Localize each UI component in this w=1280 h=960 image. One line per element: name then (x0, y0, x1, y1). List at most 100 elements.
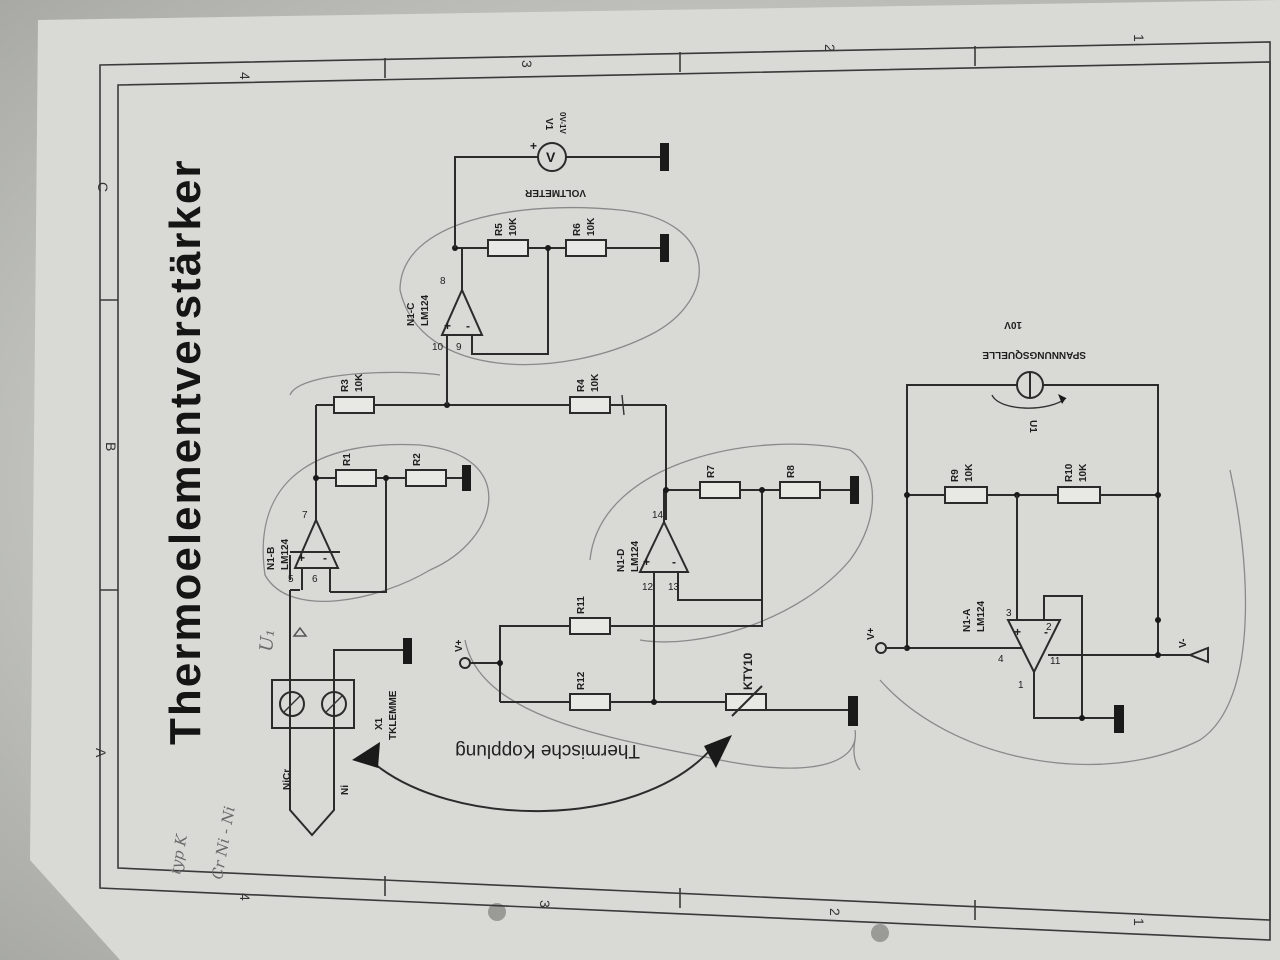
source-arrow-arc (991, 394, 1067, 409)
opamp-n1c (440, 287, 484, 336)
resistor-r5 (487, 239, 529, 257)
n1b-ref: N1-B (266, 547, 277, 570)
vminus-label: V- (1178, 639, 1189, 648)
r9-ref: R9 (950, 469, 961, 482)
resistor-r9 (944, 486, 988, 504)
n1c-pin9: 9 (456, 342, 462, 353)
r7-ref: R7 (706, 465, 717, 478)
pencil-arc (289, 371, 441, 396)
pencil-loop (589, 443, 874, 643)
ground-symbol (462, 465, 471, 491)
junction (383, 475, 389, 481)
ground-symbol (1114, 705, 1124, 733)
junction (1155, 617, 1161, 623)
r5-value: 10K (508, 217, 519, 236)
n1a-minus: - (1044, 625, 1048, 639)
junction (497, 660, 503, 666)
n1d-plus: + (643, 555, 650, 569)
v1-plus: + (530, 139, 537, 153)
terminal-screw (279, 691, 305, 717)
resistor-r12 (569, 693, 611, 711)
pencil-loop (464, 639, 857, 769)
x1-name: TKLEMME (388, 690, 399, 740)
n1a-part: LM124 (976, 600, 987, 632)
r6-value: 10K (586, 217, 597, 236)
n1d-pin14: 14 (652, 510, 664, 521)
n1d-part: LM124 (630, 540, 641, 572)
junction (904, 492, 910, 498)
handwritten-u1: U₁ (256, 628, 279, 652)
opamp-n1d (638, 519, 690, 573)
n1a-plus: + (1014, 625, 1021, 639)
v1-name: VOLTMETER (524, 187, 586, 198)
opamp-n1b (293, 517, 340, 569)
ground-symbol (660, 234, 669, 262)
wire (677, 490, 763, 601)
resistor-r8 (779, 481, 821, 499)
grid-label-left: B (103, 442, 119, 451)
resistor-r11 (569, 617, 611, 635)
punch-hole (871, 924, 889, 942)
junction (1079, 715, 1085, 721)
paper-edge (30, 0, 1280, 960)
coupling-label: Thermische Kopplung (455, 740, 640, 761)
grid-label-top: 2 (822, 44, 838, 52)
r8-ref: R8 (786, 465, 797, 478)
inner-frame (117, 61, 1271, 921)
pencil-loop (879, 469, 1247, 766)
n1b-minus: - (323, 551, 327, 565)
n1c-pin10: 10 (432, 342, 444, 353)
coupling-arrowhead (352, 742, 380, 768)
kty10-ref: KTY10 (741, 652, 755, 690)
n1d-ref: N1-D (616, 549, 627, 572)
junction (663, 487, 669, 493)
wire (1033, 595, 1083, 719)
grid-label-left: C (95, 182, 111, 192)
r12-ref: R12 (576, 671, 587, 690)
wire (330, 478, 387, 593)
terminal-screw-slot (325, 695, 343, 713)
r10-ref: R10 (1064, 463, 1075, 482)
wire (454, 156, 538, 248)
opamp-n1a (1006, 619, 1062, 675)
n1d-pin13: 13 (668, 582, 680, 593)
wire-label-nicr: NiCr (282, 769, 293, 790)
r3-value: 10K (354, 373, 365, 392)
pencil-mark (853, 739, 861, 771)
ground-symbol (403, 638, 412, 664)
ground-symbol (850, 476, 859, 504)
resistor-r6 (565, 239, 607, 257)
grid-label-bottom: 1 (1131, 918, 1147, 926)
grid-label-top: 4 (237, 72, 253, 80)
schematic-title: Thermoelementverstärker (161, 159, 210, 745)
resistor-r2 (405, 469, 447, 487)
n1a-pin1: 1 (1018, 680, 1024, 691)
grid-label-bottom: 2 (827, 908, 843, 916)
r9-value: 10K (964, 463, 975, 482)
n1d-pin12: 12 (642, 582, 654, 593)
source-arrowhead (1058, 394, 1066, 404)
vplus-label-2: V+ (866, 627, 877, 640)
n1a-pin3: 3 (1006, 608, 1012, 619)
r10-value: 10K (1078, 463, 1089, 482)
vminus-terminal (1187, 646, 1209, 664)
punch-hole (488, 903, 506, 921)
r6-ref: R6 (572, 223, 583, 236)
coupling-arrowhead (704, 735, 732, 768)
junction (545, 245, 551, 251)
vplus-label: V+ (454, 639, 465, 652)
r1-ref: R1 (342, 453, 353, 466)
r3-ref: R3 (340, 379, 351, 392)
v1-range: 0V-1V (558, 112, 567, 134)
resistor-r7 (699, 481, 741, 499)
n1a-pin4: 4 (998, 654, 1004, 665)
wire (906, 384, 1018, 648)
n1b-part: LM124 (280, 538, 291, 570)
r4-value: 10K (590, 373, 601, 392)
u1-name: SPANNUNGSQUELLE (982, 349, 1086, 360)
resistor-r4 (569, 396, 611, 414)
grid-label-bottom: 3 (537, 900, 553, 908)
wire (471, 248, 549, 355)
resistor-r1 (335, 469, 377, 487)
x1-ref: X1 (374, 717, 385, 730)
